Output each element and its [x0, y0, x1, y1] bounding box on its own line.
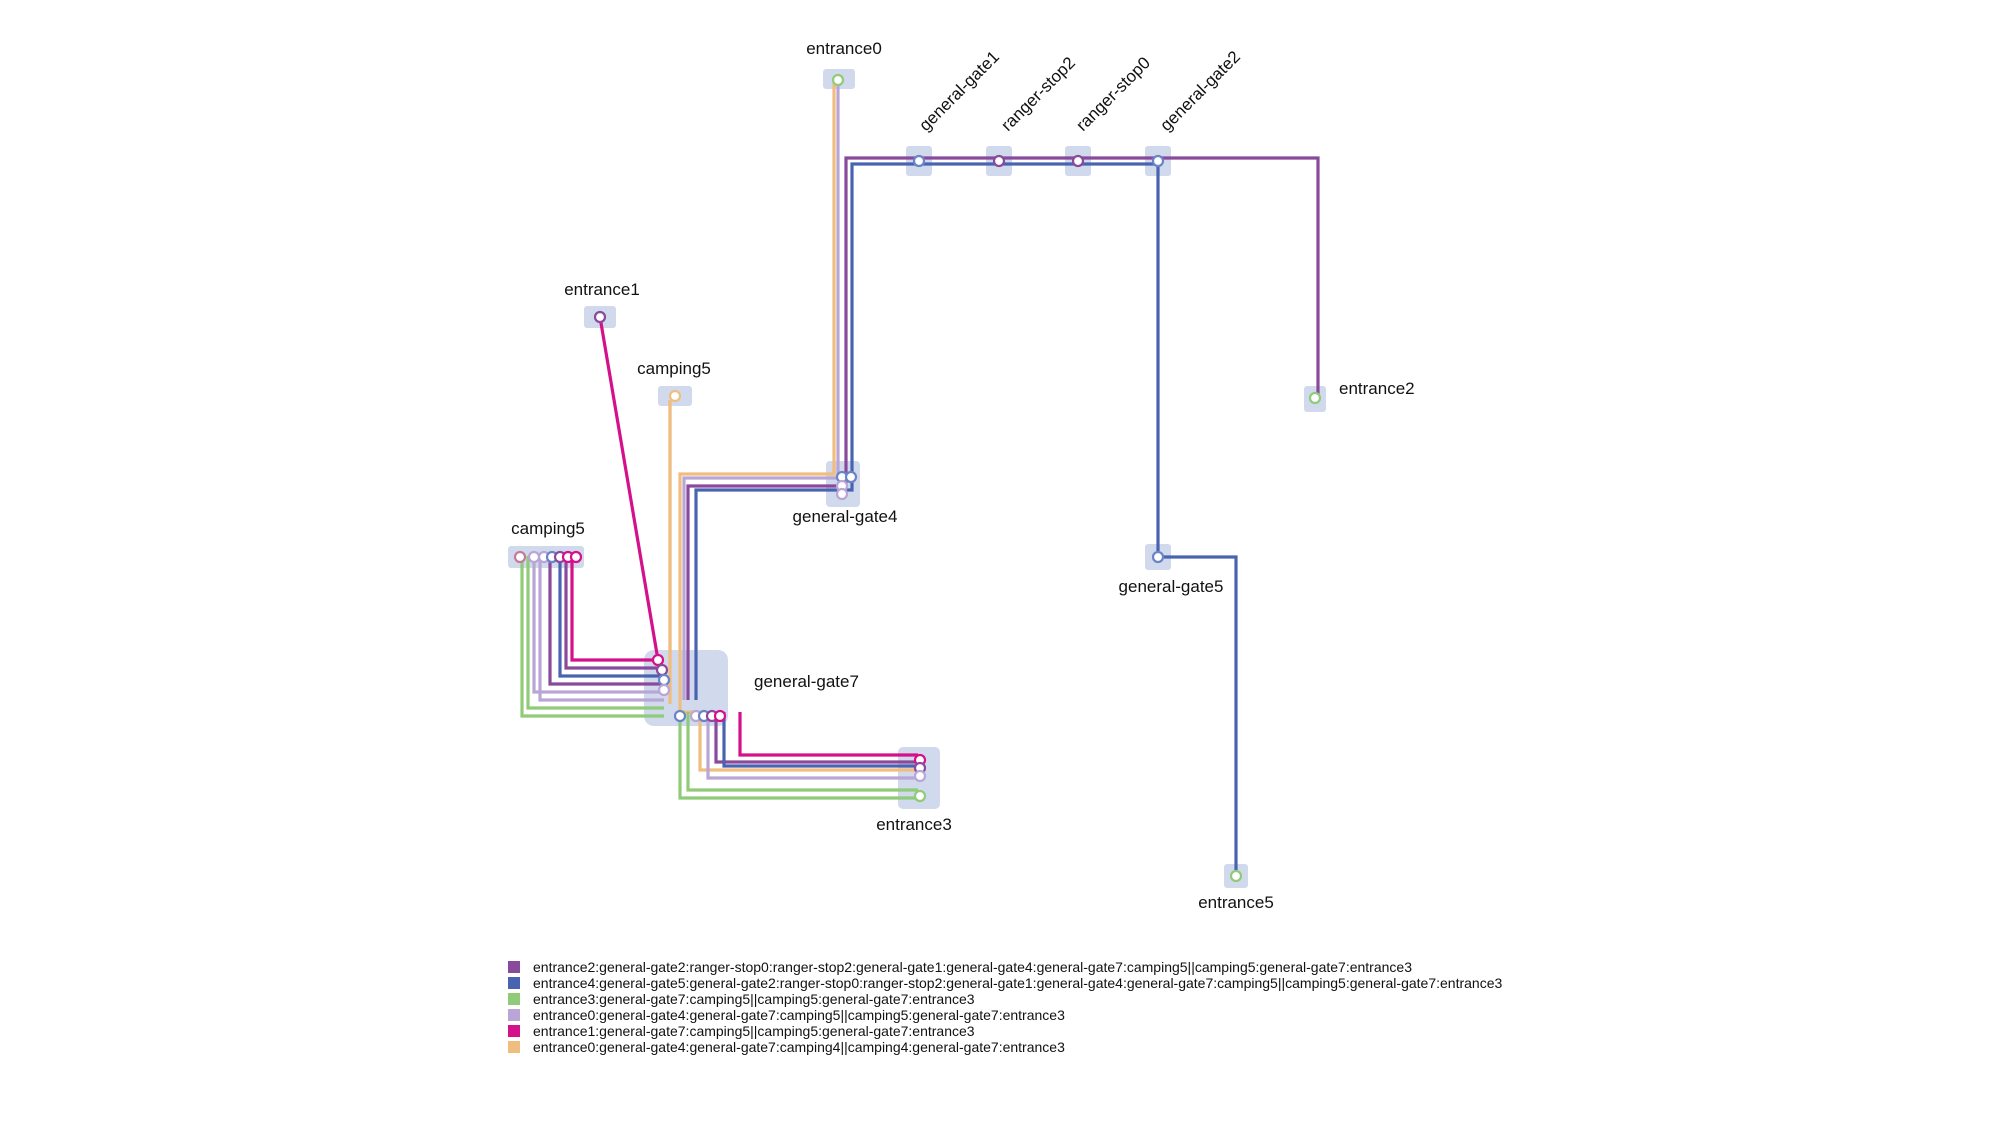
stop-markers: [513, 73, 1322, 883]
label-ranger-stop0: ranger-stop0: [1072, 53, 1154, 135]
stop-camping5-top: [668, 389, 682, 403]
stop-general-gate7-2: [655, 663, 669, 677]
stop-general-gate7-4: [657, 683, 671, 697]
stop-entrance2: [1308, 391, 1322, 405]
label-ranger-stop2: ranger-stop2: [997, 53, 1079, 135]
label-general-gate1: general-gate1: [915, 47, 1003, 135]
route-line-lavender-2: [538, 556, 664, 702]
legend-swatch: [508, 1009, 520, 1021]
stop-camping5-left-1: [513, 550, 527, 564]
stop-entrance5: [1229, 869, 1243, 883]
legend-item: entrance3:general-gate7:camping5||campin…: [508, 991, 975, 1007]
stop-general-gate7-9: [713, 709, 727, 723]
legend-swatch: [508, 961, 520, 973]
route-line-blue: [558, 162, 1238, 876]
legend-swatch: [508, 1025, 520, 1037]
legend-label: entrance0:general-gate4:general-gate7:ca…: [533, 1039, 1065, 1055]
label-camping5-left: camping5: [511, 519, 585, 538]
route-line-lavender: [532, 82, 918, 780]
stop-entrance3-3: [913, 769, 927, 783]
stop-camping5-left-2: [527, 550, 541, 564]
stop-general-gate2: [1151, 154, 1165, 168]
route-line-green-2: [526, 556, 664, 710]
stop-entrance0: [831, 73, 845, 87]
label-general-gate5: general-gate5: [1119, 577, 1224, 596]
route-line-purple-2: [564, 556, 664, 670]
legend-item: entrance4:general-gate5:general-gate2:ra…: [508, 975, 1502, 991]
label-entrance2: entrance2: [1339, 379, 1415, 398]
legend-item: entrance1:general-gate7:camping5||campin…: [508, 1023, 975, 1039]
legend-label: entrance1:general-gate7:camping5||campin…: [533, 1023, 975, 1039]
legend-label: entrance2:general-gate2:ranger-stop0:ran…: [533, 959, 1412, 975]
legend-item: entrance0:general-gate4:general-gate7:ca…: [508, 1039, 1065, 1055]
label-general-gate2: general-gate2: [1156, 47, 1244, 135]
stop-ranger-stop2: [992, 154, 1006, 168]
legend-label: entrance4:general-gate5:general-gate2:ra…: [533, 975, 1502, 991]
stop-general-gate4-d: [835, 487, 849, 501]
stop-entrance3-4: [913, 789, 927, 803]
legend: entrance2:general-gate2:ranger-stop0:ran…: [508, 959, 1502, 1055]
stop-entrance1: [593, 310, 607, 324]
label-entrance5: entrance5: [1198, 893, 1274, 912]
legend-item: entrance2:general-gate2:ranger-stop0:ran…: [508, 959, 1412, 975]
label-entrance3: entrance3: [876, 815, 952, 834]
label-entrance1: entrance1: [564, 280, 640, 299]
stop-camping5-left-7: [569, 550, 583, 564]
route-line-green: [520, 556, 918, 800]
stop-general-gate7-5: [673, 709, 687, 723]
stop-general-gate7-1: [651, 653, 665, 667]
label-general-gate4: general-gate4: [793, 507, 898, 526]
stop-general-gate4-b: [844, 470, 858, 484]
legend-swatch: [508, 1041, 520, 1053]
legend-label: entrance0:general-gate4:general-gate7:ca…: [533, 1007, 1065, 1023]
stop-general-gate7-3: [657, 673, 671, 687]
node-labels: entrance0 general-gate1 ranger-stop2 ran…: [511, 39, 1414, 912]
label-camping5-top: camping5: [637, 359, 711, 378]
legend-swatch: [508, 977, 520, 989]
stop-ranger-stop0: [1071, 154, 1085, 168]
stop-general-gate5: [1151, 550, 1165, 564]
route-lines: [520, 82, 1320, 876]
legend-item: entrance0:general-gate4:general-gate7:ca…: [508, 1007, 1065, 1023]
label-general-gate7: general-gate7: [754, 672, 859, 691]
legend-label: entrance3:general-gate7:camping5||campin…: [533, 991, 975, 1007]
legend-swatch: [508, 993, 520, 1005]
label-entrance0: entrance0: [806, 39, 882, 58]
route-line-magenta: [570, 316, 918, 757]
route-line-purple: [548, 156, 1320, 764]
stop-general-gate1: [912, 154, 926, 168]
